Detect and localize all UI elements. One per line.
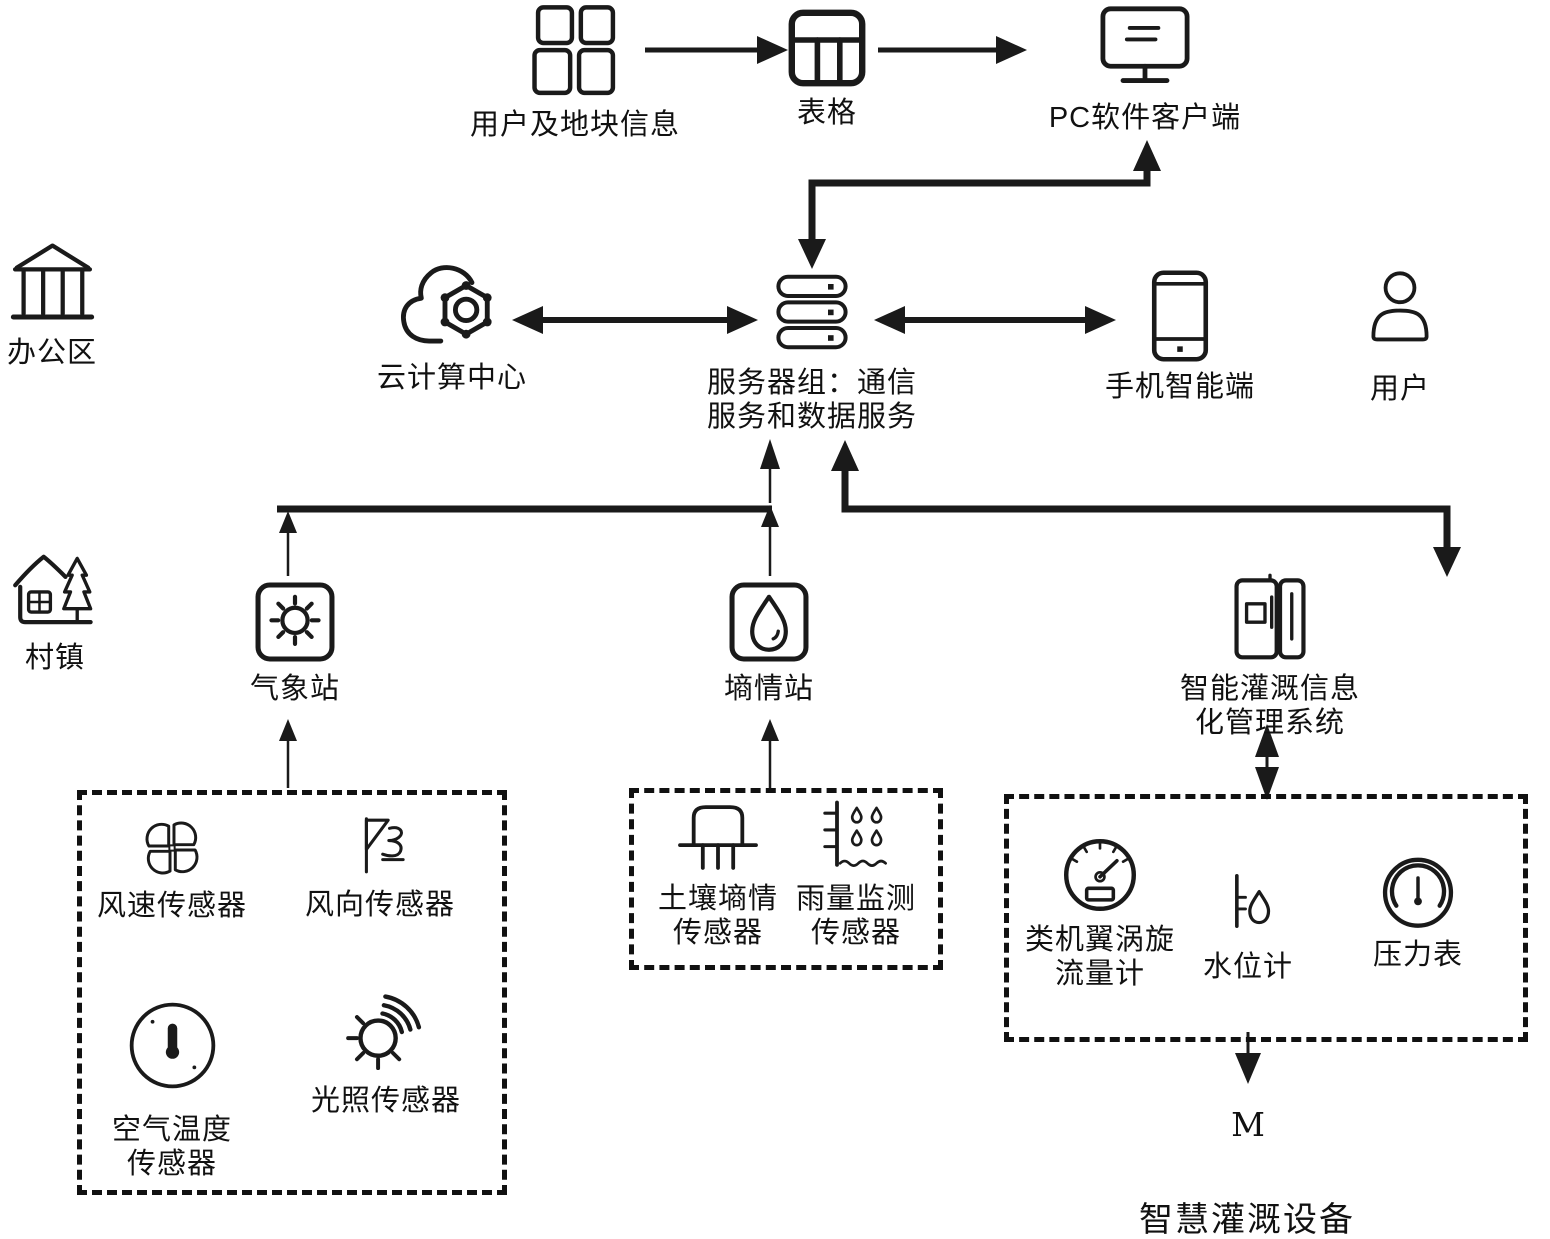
- pressure-gauge-icon: [1382, 857, 1454, 928]
- node-pressure-meter: 压力表: [1333, 852, 1503, 972]
- fan-icon: [145, 821, 199, 875]
- node-rain-sensor: 雨量监测 传感器: [776, 798, 936, 950]
- node-label: 土壤墒情 传感器: [657, 883, 778, 950]
- node-label: 村镇: [24, 642, 85, 674]
- house-tree-icon: [13, 554, 93, 625]
- node-label: 气象站: [249, 673, 340, 705]
- node-soil-station: 墒情站: [669, 580, 869, 706]
- person-icon: [1371, 271, 1429, 342]
- node-label: 类机翼涡旋 流量计: [1024, 924, 1175, 991]
- node-label: 表格: [796, 97, 857, 129]
- cloud-computing-icon: [400, 265, 492, 344]
- grid-squares-icon: [531, 5, 615, 96]
- node-cloud-center: 云计算中心: [342, 255, 562, 395]
- arrow-cloud-server: [512, 306, 758, 334]
- node-label: 智能灌溉信息 化管理系统: [1179, 673, 1360, 740]
- node-label: 手机智能端: [1104, 371, 1255, 403]
- node-label: 空气温度 传感器: [111, 1114, 232, 1181]
- node-light-sensor: 光照传感器: [276, 988, 496, 1118]
- sun-rays-icon: [346, 994, 422, 1071]
- node-label: 光照传感器: [310, 1085, 461, 1117]
- node-label: 办公区: [6, 337, 97, 369]
- node-label: 水位计: [1202, 951, 1293, 983]
- rain-gauge-icon: [823, 800, 887, 867]
- bank-building-icon: [10, 243, 94, 320]
- soil-sensor-group-box: [629, 788, 943, 970]
- arrow-box-to-motor: [1235, 1032, 1261, 1084]
- node-label: 墒情站: [723, 673, 814, 705]
- node-water-level-meter: 水位计: [1168, 870, 1328, 984]
- arrow-table-to-pc: [878, 36, 1027, 64]
- arrow-irrigation-devices: [1255, 724, 1279, 800]
- irrigation-equipment-label: 智慧灌溉设备: [1139, 1201, 1355, 1239]
- node-label: 风速传感器: [96, 890, 247, 922]
- node-label: 压力表: [1372, 939, 1463, 971]
- speedometer-icon: [1064, 839, 1136, 911]
- node-label: PC软件客户端: [1048, 102, 1242, 134]
- table-icon: [788, 9, 866, 87]
- node-label: 云计算中心: [376, 362, 527, 394]
- water-level-icon: [1235, 873, 1271, 928]
- connector-stations-to-server: [277, 439, 1461, 577]
- node-pc-client: PC软件客户端: [1030, 5, 1260, 135]
- node-table: 表格: [747, 8, 907, 130]
- node-flow-meter: 类机翼涡旋 流量计: [1000, 835, 1200, 991]
- node-soil-moisture-sensor: 土壤墒情 传感器: [633, 798, 803, 950]
- node-label: 用户: [1369, 373, 1430, 405]
- control-cabinet-icon: [1234, 573, 1306, 660]
- monitor-icon: [1100, 6, 1190, 83]
- node-user: 用户: [1310, 262, 1490, 406]
- irrigation-device-group-box: [1004, 794, 1528, 1042]
- node-village: 村镇: [0, 545, 110, 675]
- weather-sensor-group-box: [77, 790, 507, 1195]
- node-label: 雨量监测 传感器: [795, 883, 916, 950]
- node-mobile-client: 手机智能端: [1080, 270, 1280, 404]
- thermometer-dial-icon: [129, 1002, 215, 1089]
- node-users-plots: 用户及地块信息: [455, 2, 695, 142]
- node-weather-station: 气象站: [195, 580, 395, 706]
- node-office-area: 办公区: [0, 238, 104, 370]
- node-server-group: 服务器组：通信 服务和数据服务: [692, 272, 932, 434]
- motor-symbol: M: [1231, 1105, 1265, 1144]
- node-wind-direction-sensor: 风向传感器: [270, 812, 490, 922]
- wind-vane-flag-icon: [364, 817, 405, 874]
- connector-pc-server: [798, 140, 1161, 269]
- node-label: 服务器组：通信 服务和数据服务: [706, 367, 917, 434]
- sun-square-icon: [255, 582, 335, 662]
- node-irrigation-system: 智能灌溉信息 化管理系统: [1140, 572, 1400, 740]
- smartphone-icon: [1151, 270, 1209, 362]
- server-stack-icon: [776, 274, 848, 350]
- droplet-square-icon: [729, 582, 809, 662]
- arrow-weatherbox-to-station: [279, 719, 297, 788]
- node-air-temp-sensor: 空气温度 传感器: [62, 998, 282, 1181]
- node-label: 风向传感器: [304, 889, 455, 921]
- arrow-server-phone: [874, 306, 1116, 334]
- soil-probe-icon: [678, 805, 758, 870]
- arrow-soilbox-to-station: [761, 719, 779, 788]
- node-label: 用户及地块信息: [469, 109, 680, 141]
- node-wind-speed-sensor: 风速传感器: [62, 815, 282, 923]
- arrow-users-to-table: [645, 36, 788, 64]
